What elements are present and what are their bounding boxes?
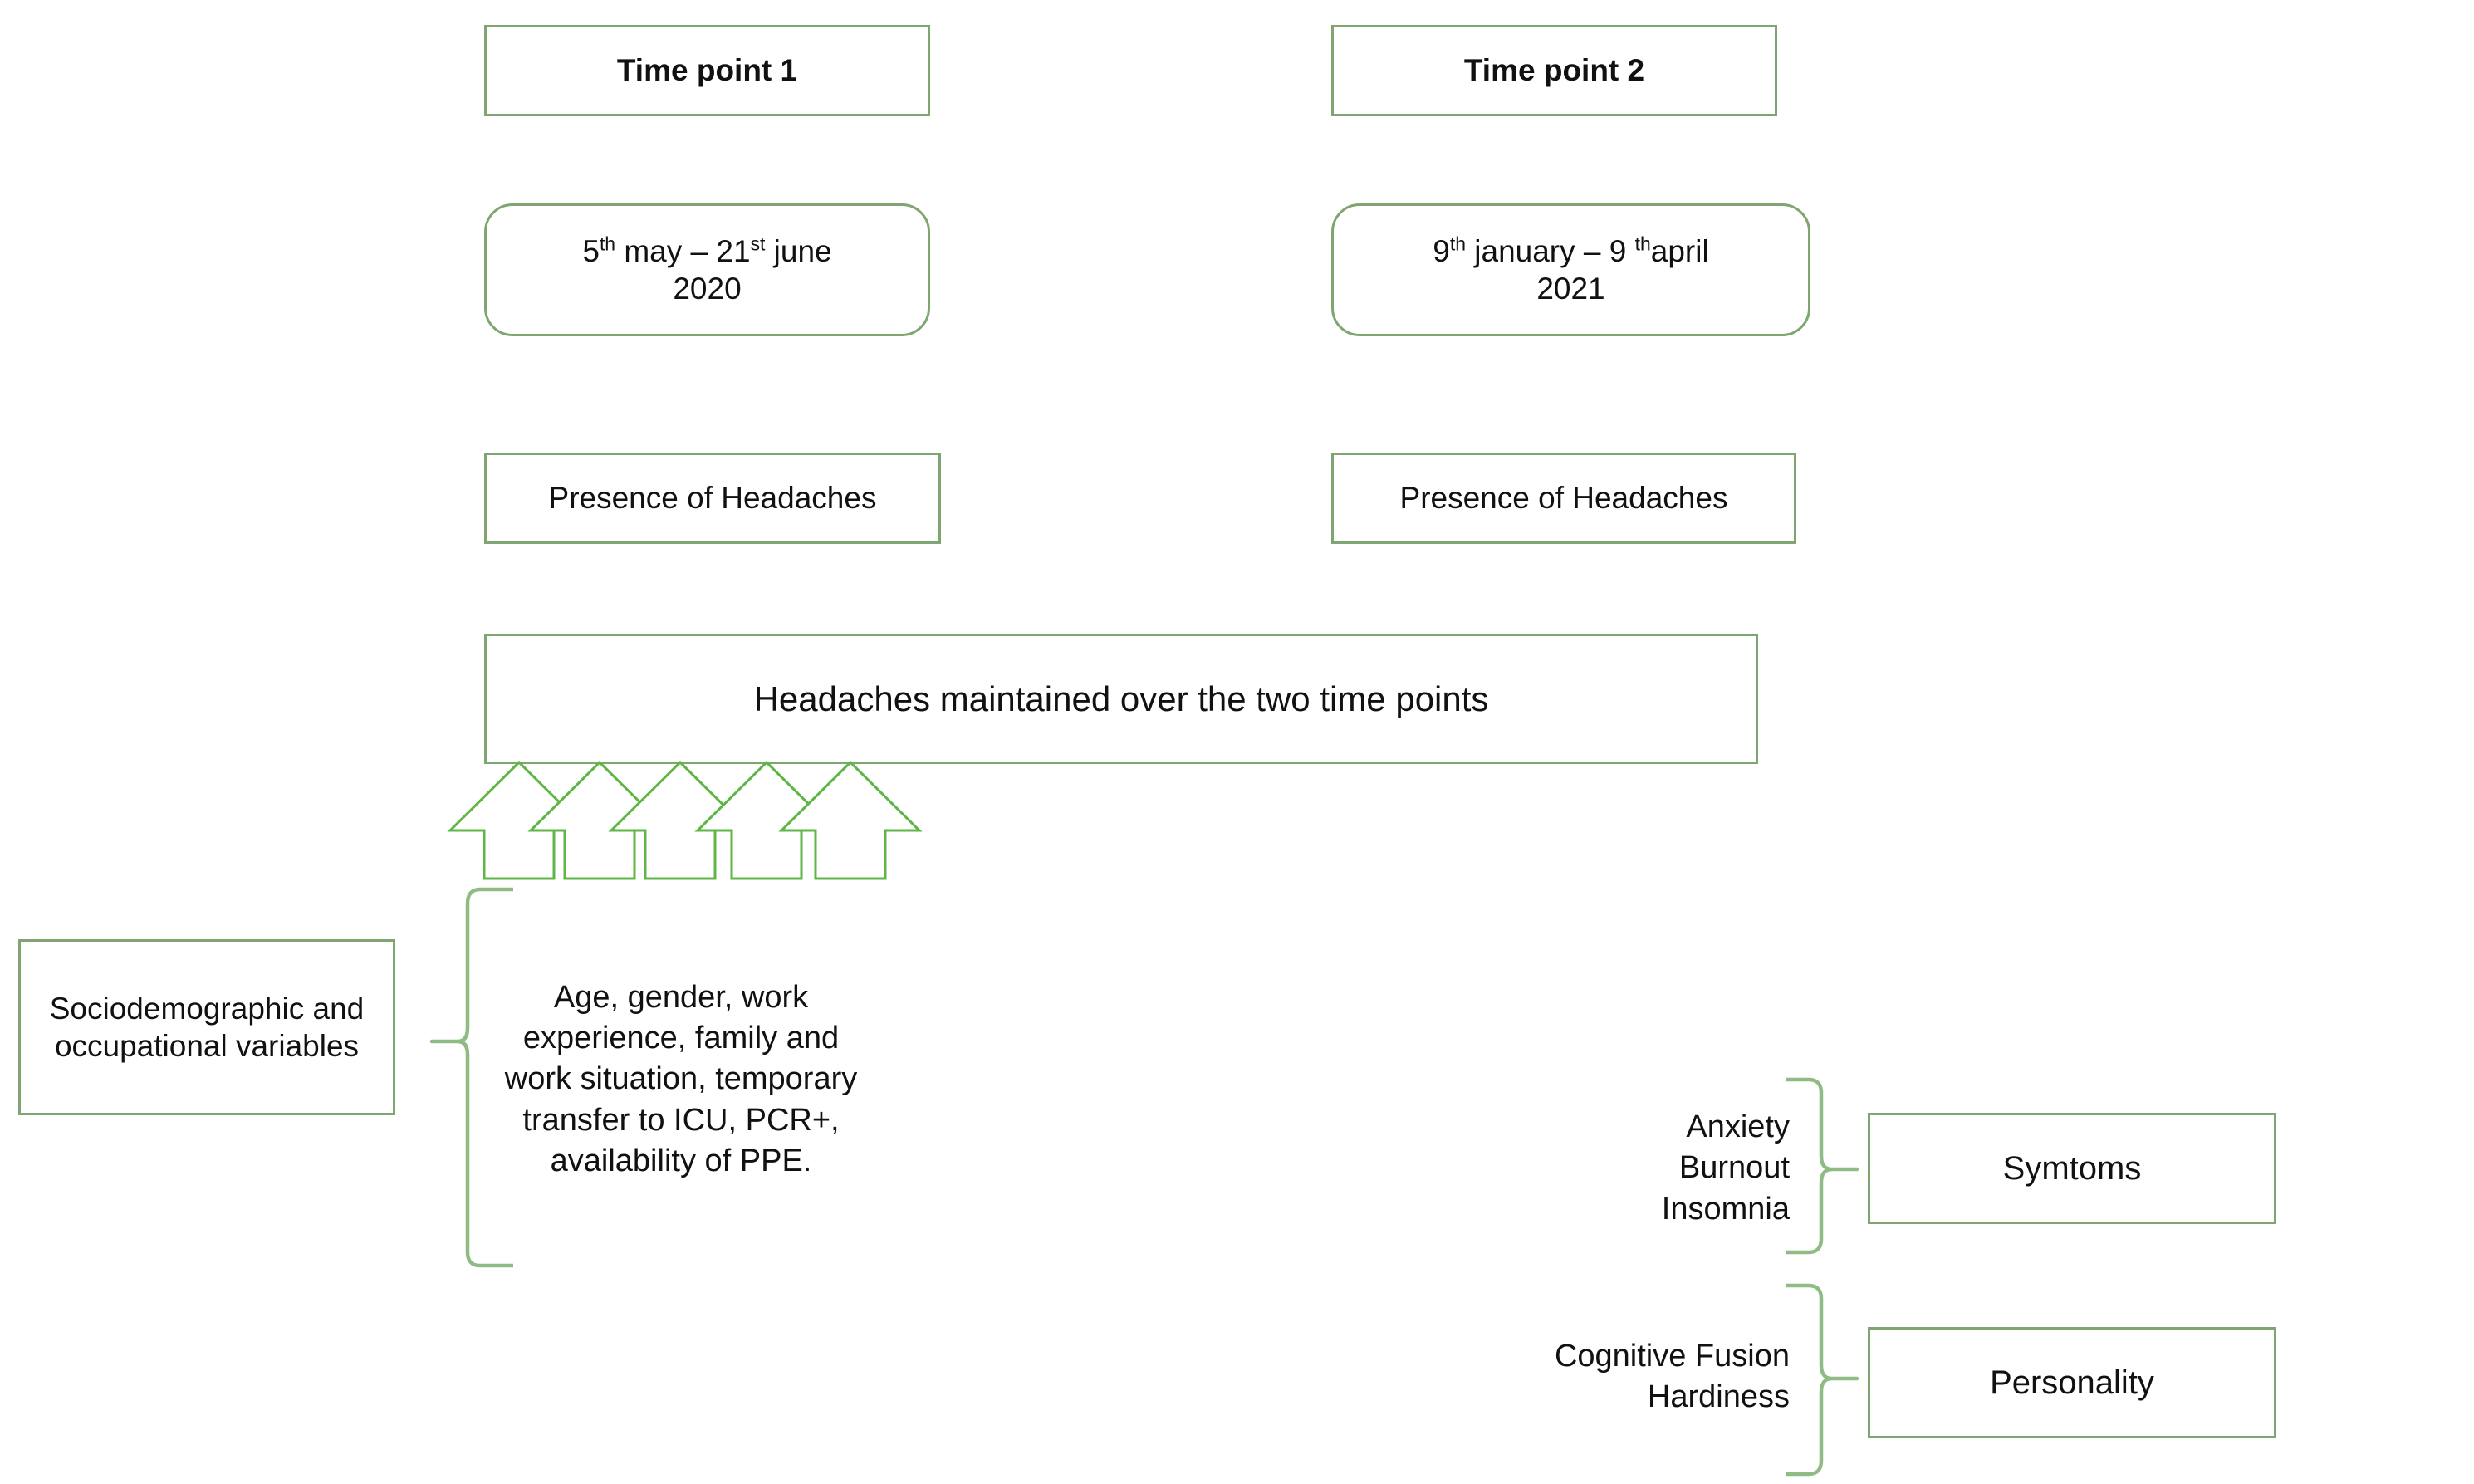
timepoint-2-header-label: Time point 2 [1463,53,1645,88]
timepoint-2-outcome-box: Presence of Headaches [1331,453,1796,544]
date-dash: – [690,233,717,268]
timepoint-1-date-box: 5th may – 21st june 2020 [484,203,930,336]
timepoint-1-date-label: 5th may – 21st june 2020 [582,233,831,307]
date-month-end: april [1650,233,1709,268]
headaches-maintained-label: Headaches maintained over the two time p… [753,678,1489,718]
timepoint-1-outcome-box: Presence of Headaches [484,453,941,544]
date-day-end-ordinal: th [1634,233,1651,255]
personality-box: Personality [1868,1327,2276,1438]
timepoint-2-date-box: 9th january – 9 thapril 2021 [1331,203,1810,336]
date-day-end: 9 [1609,233,1635,268]
symptoms-brace [1786,1077,1859,1255]
timepoint-2-header-box: Time point 2 [1331,25,1777,116]
symptoms-label: Symtoms [2002,1149,2142,1187]
up-arrow-icon [778,760,923,880]
date-day-start-ordinal: th [1449,233,1466,255]
personality-items-text: Cognitive Fusion Hardiness [1495,1324,1790,1430]
sociodemographic-items-label: Age, gender, work experience, family and… [504,979,858,1179]
timepoint-1-header-box: Time point 1 [484,25,930,116]
up-arrow-icon [447,760,591,880]
date-month-start: january [1466,233,1584,268]
date-month-start: may [615,233,691,268]
sociodemographic-label: Sociodemographic and occupational variab… [49,991,365,1063]
up-arrow-icon [694,760,839,880]
up-arrow-icon [527,760,672,880]
personality-brace [1786,1283,1859,1477]
date-day-end-ordinal: st [750,233,766,255]
timepoint-2-date-label: 9th january – 9 thapril 2021 [1433,233,1708,307]
timepoint-1-outcome-label: Presence of Headaches [548,481,877,516]
date-day-start: 5 [582,233,600,268]
upward-arrow-group [447,760,923,880]
date-month-end: june [765,233,832,268]
date-day-end: 21 [716,233,751,268]
up-arrow-icon [608,760,752,880]
date-year: 2021 [1536,272,1605,306]
symptoms-items-label: Anxiety Burnout Insomnia [1661,1109,1790,1227]
personality-items-label: Cognitive Fusion Hardiness [1554,1338,1790,1414]
timepoint-1-header-label: Time point 1 [616,53,798,88]
date-day-start: 9 [1433,233,1450,268]
date-day-start-ordinal: th [599,233,616,255]
sociodemographic-box: Sociodemographic and occupational variab… [18,939,395,1115]
symptoms-items-text: Anxiety Burnout Insomnia [1541,1090,1790,1247]
personality-label: Personality [1990,1364,2154,1401]
sociodemographic-items-text: Age, gender, work experience, family and… [486,893,876,1266]
symptoms-box: Symtoms [1868,1113,2276,1224]
timepoint-2-outcome-label: Presence of Headaches [1399,481,1728,516]
headaches-maintained-bar: Headaches maintained over the two time p… [484,634,1758,764]
date-dash: – [1583,233,1609,268]
date-year: 2020 [673,272,742,306]
